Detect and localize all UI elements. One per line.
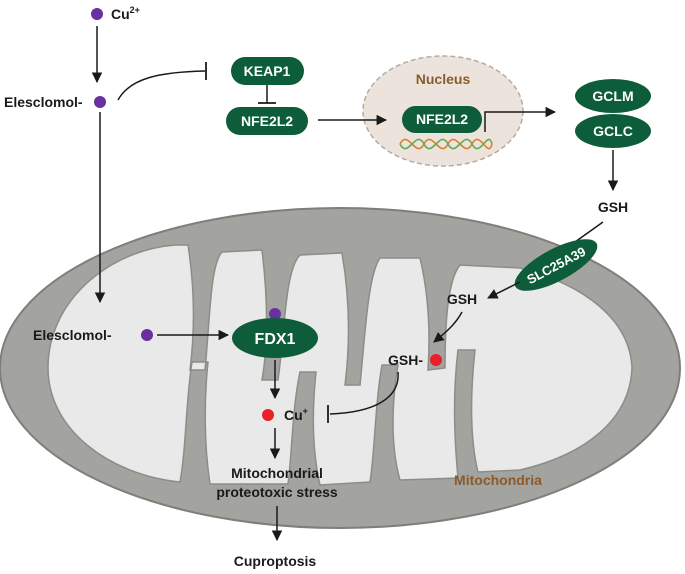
gclm-label: GCLM — [592, 88, 633, 104]
nucleus-label: Nucleus — [416, 71, 471, 87]
cuproptosis-label: Cuproptosis — [234, 553, 317, 569]
nfe2l2-cyto-pill — [226, 107, 308, 135]
keap1-pill — [231, 57, 304, 85]
nfe2l2-nuc-pill — [402, 106, 482, 133]
gclc-pill — [575, 114, 651, 148]
elesclomol-inhibits-keap1 — [117, 70, 206, 101]
fdx1-protein — [232, 318, 318, 358]
dna-helix — [399, 138, 493, 150]
stress-line1: Mitochondrial — [231, 465, 323, 481]
fdx1-label: FDX1 — [255, 331, 296, 348]
cu1-label: Cu+ — [284, 406, 308, 423]
gsh-inhibits-cu — [329, 371, 399, 415]
elesclomol-mito-copper-dot — [141, 329, 153, 341]
elesclomol-mito-label: Elesclomol- — [33, 327, 112, 343]
elesclomol-top-label: Elesclomol- — [4, 94, 83, 110]
keap1-label: KEAP1 — [244, 63, 291, 79]
mitochondria-label: Mitochondria — [454, 472, 542, 488]
cu2-label: Cu2+ — [111, 5, 140, 22]
gsh-outside-label: GSH — [598, 199, 628, 215]
nfe2l2-nuc-label: NFE2L2 — [416, 111, 468, 127]
stress-line2: proteotoxic stress — [216, 484, 338, 500]
gsh-binding-arrow — [433, 311, 463, 343]
gclm-pill — [575, 79, 651, 113]
gsh-to-slc-line — [574, 221, 604, 243]
gsh-inside-label: GSH — [447, 291, 477, 307]
elesclomol-copper-dot — [94, 96, 106, 108]
gsh-cu-label: GSH- — [388, 352, 423, 368]
nfe2l2-cyto-label: NFE2L2 — [241, 113, 293, 129]
cuprous-ion-dot — [262, 409, 274, 421]
mitochondrion-inner-matrix — [47, 244, 633, 486]
gclc-label: GCLC — [593, 123, 633, 139]
gsh-copper-dot — [430, 354, 442, 366]
copper-ion-dot — [91, 8, 103, 20]
fdx1-bound-copper-dot — [269, 308, 281, 320]
slc-to-gsh-arrow — [487, 281, 521, 299]
transcription-arrow — [484, 106, 557, 132]
